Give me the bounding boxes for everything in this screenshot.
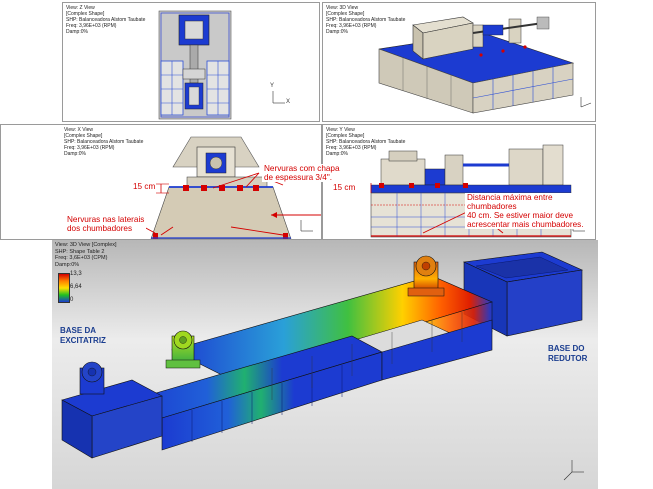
max-distance-annotation: Distancia máxima entre chumbadores 40 cm… xyxy=(465,193,595,229)
y-view-panel[interactable]: View: Y View [Complex Shape] SHP: Balanc… xyxy=(322,124,596,240)
3d-view-bottom-panel[interactable]: View: 3D View [Complex] SHP: Shape Table… xyxy=(52,240,598,489)
x-view-panel[interactable]: View: X View [Complex Shape] SHP: Balanc… xyxy=(0,124,322,240)
x-view-drawing xyxy=(130,136,321,239)
color-legend xyxy=(58,273,70,303)
base-reducer-label: BASE DO REDUTOR xyxy=(548,344,588,363)
3d-view-top-panel[interactable]: View: 3D View [Complex Shape] SHP: Balan… xyxy=(322,2,596,122)
3d-view-top-info: View: 3D View [Complex Shape] SHP: Balan… xyxy=(326,5,406,35)
z-view-drawing xyxy=(158,10,285,120)
height-label-left: 15 cm xyxy=(133,182,156,191)
legend-min: 0 xyxy=(70,297,74,303)
z-view-panel[interactable]: View: Z View [Complex Shape] SHP: Balanc… xyxy=(62,2,320,122)
axis-y-label: Y xyxy=(270,83,275,89)
legend-max: 13,3 xyxy=(70,271,82,277)
ribs-plate-annotation: Nervuras com chapa de espessura 3/4". xyxy=(262,164,342,182)
legend-mid: 6,64 xyxy=(70,284,82,290)
3d-view-bottom-info: View: 3D View [Complex] SHP: Shape Table… xyxy=(55,242,117,268)
y-view-info: View: Y View [Complex Shape] SHP: Balanc… xyxy=(326,127,406,157)
side-ribs-annotation: Nervuras nas laterais dos chumbadores xyxy=(65,215,147,233)
3d-view-top-drawing xyxy=(378,16,592,114)
z-view-info: View: Z View [Complex Shape] SHP: Balanc… xyxy=(66,5,146,35)
heatmap-3d-model xyxy=(61,251,584,481)
x-view-info: View: X View [Complex Shape] SHP: Balanc… xyxy=(64,127,144,157)
axis-x-label: X xyxy=(286,99,291,105)
base-exciter-label: BASE DA EXCITATRIZ xyxy=(60,326,106,345)
height-label-right: 15 cm xyxy=(333,183,356,192)
